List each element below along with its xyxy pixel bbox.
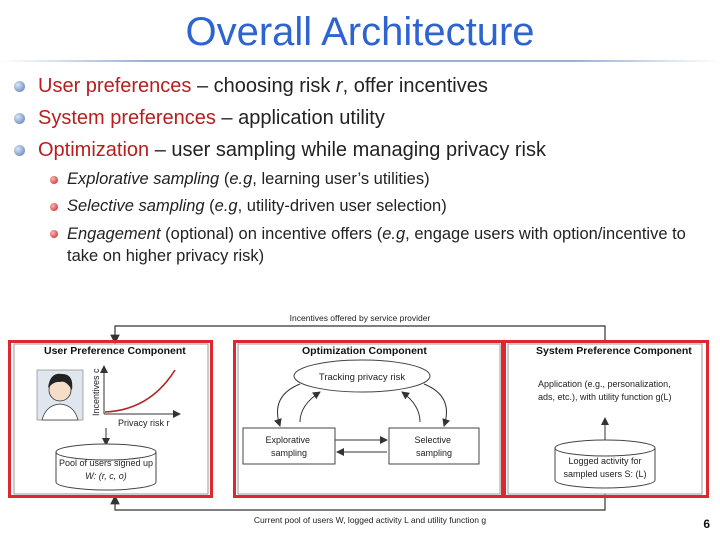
- selective-sampling-node: [388, 427, 480, 465]
- sub-bullet-dot-icon: [50, 176, 58, 184]
- sub-bullet-eg: e.g: [382, 225, 406, 243]
- bullet-key: System preferences: [38, 107, 216, 129]
- bullet-text: – choosing risk: [191, 75, 336, 97]
- user-avatar-icon: [36, 369, 84, 421]
- log-label-1: Logged activity for: [568, 456, 641, 466]
- user-pref-title: User Preference Component: [44, 345, 186, 357]
- bullet-list: User preferences – choosing risk r, offe…: [14, 70, 714, 267]
- explorative-label: Explorative sampling: [265, 435, 312, 458]
- sub-bullet-rest: , engage users with option/incentive to …: [67, 225, 686, 265]
- user-pref-highlight: [8, 340, 213, 498]
- sub-bullet-em: Selective sampling: [67, 197, 205, 215]
- sub-bullet-em: Explorative sampling: [67, 170, 220, 188]
- optimization-title: Optimization Component: [302, 345, 427, 357]
- explorative-sampling-node: [242, 427, 336, 465]
- sub-bullet-pre: (: [204, 197, 215, 215]
- bottom-arrow-label: Current pool of users W, logged activity…: [254, 515, 486, 525]
- selective-line-2: sampling: [416, 448, 452, 458]
- sub-bullet-explorative: Explorative sampling (e.g, learning user…: [14, 166, 714, 193]
- system-pref-highlight: [503, 340, 709, 498]
- bullet-dot-icon: [14, 145, 25, 156]
- title-divider: [0, 60, 720, 62]
- sub-bullet-rest: , learning user’s utilities): [252, 170, 430, 188]
- page-number: 6: [703, 517, 710, 531]
- explorative-line-2: sampling: [271, 448, 307, 458]
- sub-bullet-engagement: Engagement (optional) on incentive offer…: [14, 223, 714, 267]
- page-title: Overall Architecture: [185, 10, 535, 54]
- top-feedback-arrow: [110, 325, 606, 345]
- top-arrow-label: Incentives offered by service provider: [290, 313, 431, 323]
- bullet-text: – application utility: [215, 107, 385, 129]
- sub-bullet-pre: (: [219, 170, 230, 188]
- logged-activity-database-icon: [554, 439, 656, 489]
- optimization-highlight: [233, 340, 504, 498]
- user-pool-database-icon: [55, 443, 157, 491]
- bullet-dot-icon: [14, 81, 25, 92]
- pool-label-1: Pool of users signed up: [59, 458, 153, 468]
- app-label-2: ads, etc.), with utility function g(L): [538, 392, 672, 402]
- sub-bullet-pre: (optional) on incentive offers (: [160, 225, 383, 243]
- bullet-dot-icon: [14, 113, 25, 124]
- tracking-label: Tracking privacy risk: [319, 372, 405, 383]
- incentive-risk-curve: [100, 365, 181, 418]
- curve-y-label: Incentives c: [91, 368, 101, 416]
- bullet-text: – user sampling while managing privacy r…: [149, 139, 546, 161]
- sub-bullet-dot-icon: [50, 203, 58, 211]
- sub-bullet-selective: Selective sampling (e.g, utility-driven …: [14, 193, 714, 220]
- bullet-user-preferences: User preferences – choosing risk r, offe…: [14, 70, 714, 102]
- log-label-2: sampled users S: (L): [563, 469, 646, 479]
- sub-bullet-em: Engagement: [67, 225, 161, 243]
- bottom-feedback-arrow: [110, 492, 606, 511]
- bullet-system-preferences: System preferences – application utility: [14, 102, 714, 134]
- bullet-optimization: Optimization – user sampling while manag…: [14, 134, 714, 166]
- bullet-key: Optimization: [38, 139, 150, 161]
- tracking-privacy-risk-node: [293, 359, 431, 393]
- sub-bullet-eg: e.g: [229, 170, 253, 188]
- sub-bullet-dot-icon: [50, 230, 58, 238]
- pool-label-2: W: (r, c, o): [85, 471, 127, 481]
- sub-bullet-rest: , utility-driven user selection): [237, 197, 447, 215]
- explorative-line-1: Explorative: [265, 435, 310, 445]
- selective-line-1: Selective: [414, 435, 451, 445]
- bullet-tail: , offer incentives: [342, 75, 488, 97]
- system-pref-title: System Preference Component: [536, 345, 692, 357]
- curve-x-label: Privacy risk r: [118, 418, 170, 428]
- selective-label: Selective sampling: [414, 435, 453, 458]
- bullet-key: User preferences: [38, 75, 192, 97]
- sub-bullet-eg: e.g: [214, 197, 238, 215]
- bullet-var: r: [335, 75, 343, 97]
- app-label-1: Application (e.g., personalization,: [538, 379, 671, 389]
